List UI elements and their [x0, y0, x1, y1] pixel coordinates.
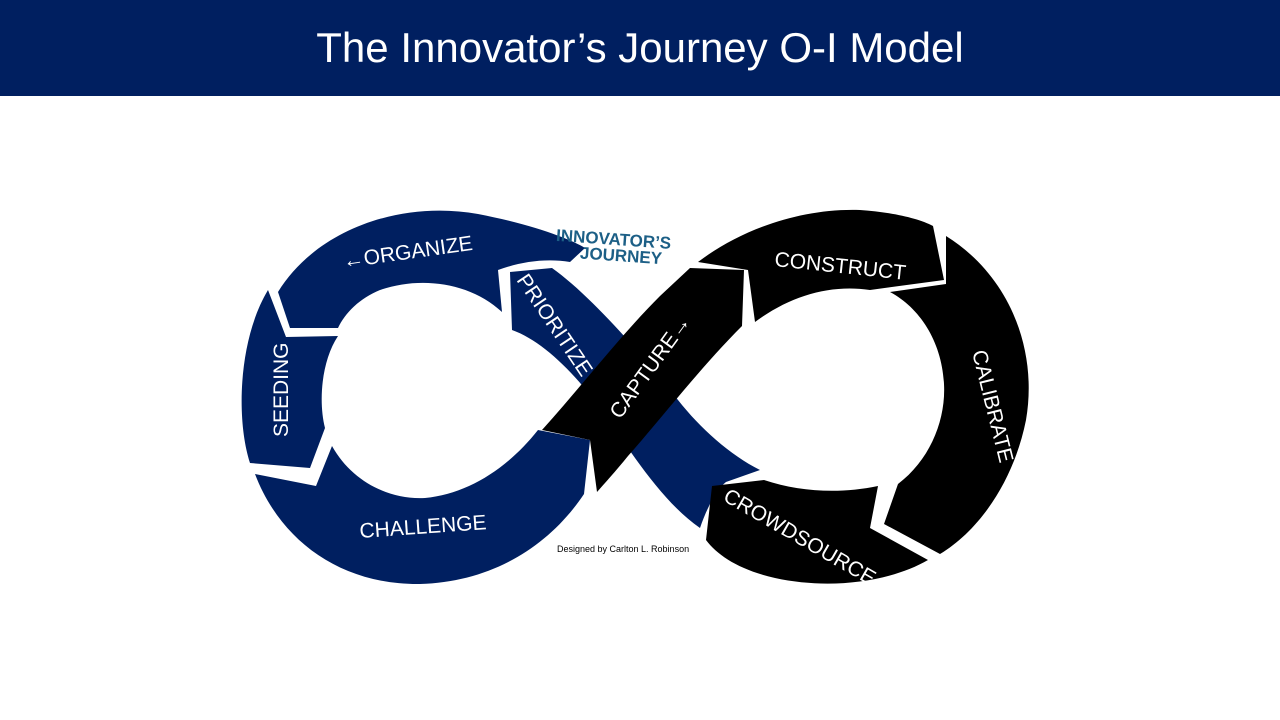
construct-segment [698, 209, 944, 322]
capture-segment [542, 268, 744, 492]
crowdsource-segment [706, 480, 928, 584]
calibrate-segment [884, 236, 1029, 554]
seeding-label: SEEDING [270, 342, 293, 437]
title-bar [0, 0, 1280, 96]
left-loop [241, 210, 760, 585]
designer-credit: Designed by Carlton L. Robinson [557, 544, 690, 554]
organize-segment [278, 210, 585, 328]
challenge-segment [255, 430, 590, 585]
right-loop [542, 209, 1029, 584]
page-title: The Innovator’s Journey O-I Model [316, 24, 964, 71]
seeding-segment [241, 290, 338, 468]
